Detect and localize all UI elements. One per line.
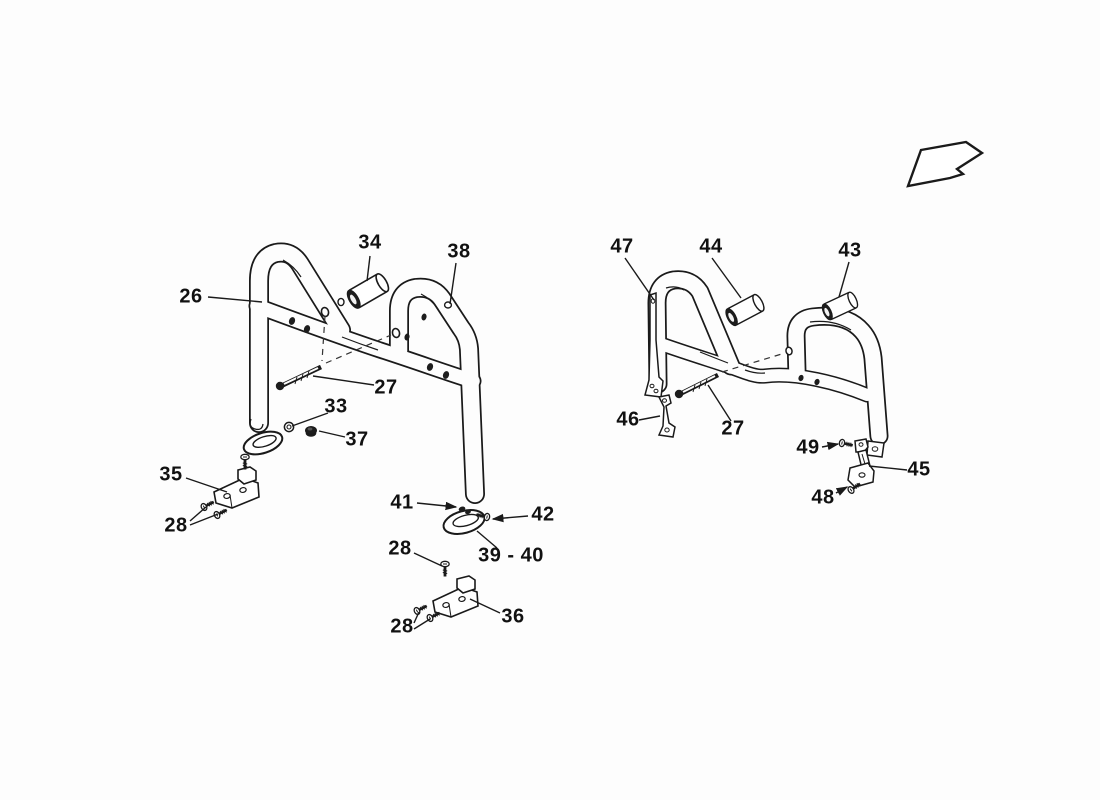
callout-28-bottom: 28 bbox=[390, 615, 414, 638]
callout-36: 36 bbox=[501, 605, 525, 628]
callout-49: 49 bbox=[796, 436, 820, 459]
left-assembly-drawing bbox=[198, 242, 492, 624]
callout-26: 26 bbox=[179, 285, 203, 308]
bracket-35 bbox=[213, 466, 260, 509]
callout-37: 37 bbox=[345, 428, 369, 451]
bracket-49 bbox=[854, 438, 869, 453]
tube-contour-lines bbox=[282, 259, 439, 351]
nut-37 bbox=[305, 426, 317, 437]
bracket-48 bbox=[847, 462, 875, 488]
callout-34: 34 bbox=[358, 231, 382, 254]
bushing-44 bbox=[722, 292, 767, 329]
weld-studs bbox=[785, 346, 820, 386]
callout-33: 33 bbox=[324, 395, 348, 418]
callout-47: 47 bbox=[610, 235, 634, 258]
callout-35: 35 bbox=[159, 463, 183, 486]
callout-46: 46 bbox=[616, 408, 640, 431]
screw-49 bbox=[837, 437, 855, 451]
alignment-dashes bbox=[321, 315, 392, 364]
washer-33 bbox=[283, 421, 295, 433]
bolt-27-left bbox=[275, 364, 322, 391]
right-assembly-drawing bbox=[644, 270, 889, 496]
eyelet-ring-left bbox=[242, 430, 284, 456]
arrow-down-left-icon bbox=[906, 140, 985, 188]
leg-end-tab bbox=[866, 440, 885, 458]
flat-stay-47 bbox=[644, 291, 664, 398]
callout-44: 44 bbox=[699, 235, 723, 258]
callout-39-40: 39 - 40 bbox=[478, 544, 544, 567]
callout-45: 45 bbox=[907, 458, 931, 481]
callout-41: 41 bbox=[390, 491, 414, 514]
leader-lines bbox=[185, 255, 908, 630]
callout-48: 48 bbox=[811, 486, 835, 509]
callout-38: 38 bbox=[447, 240, 471, 263]
bracket-46 bbox=[657, 394, 676, 438]
pin-41 bbox=[458, 506, 471, 515]
callout-28-left: 28 bbox=[164, 514, 188, 537]
bracket-36 bbox=[432, 575, 479, 618]
tube-contour-lines bbox=[665, 286, 852, 374]
callout-27-right: 27 bbox=[721, 417, 745, 440]
callout-28-mid: 28 bbox=[388, 537, 412, 560]
callout-43: 43 bbox=[838, 239, 862, 262]
callout-27-left: 27 bbox=[374, 376, 398, 399]
callout-42: 42 bbox=[531, 503, 555, 526]
bolt-27-right bbox=[674, 372, 720, 399]
